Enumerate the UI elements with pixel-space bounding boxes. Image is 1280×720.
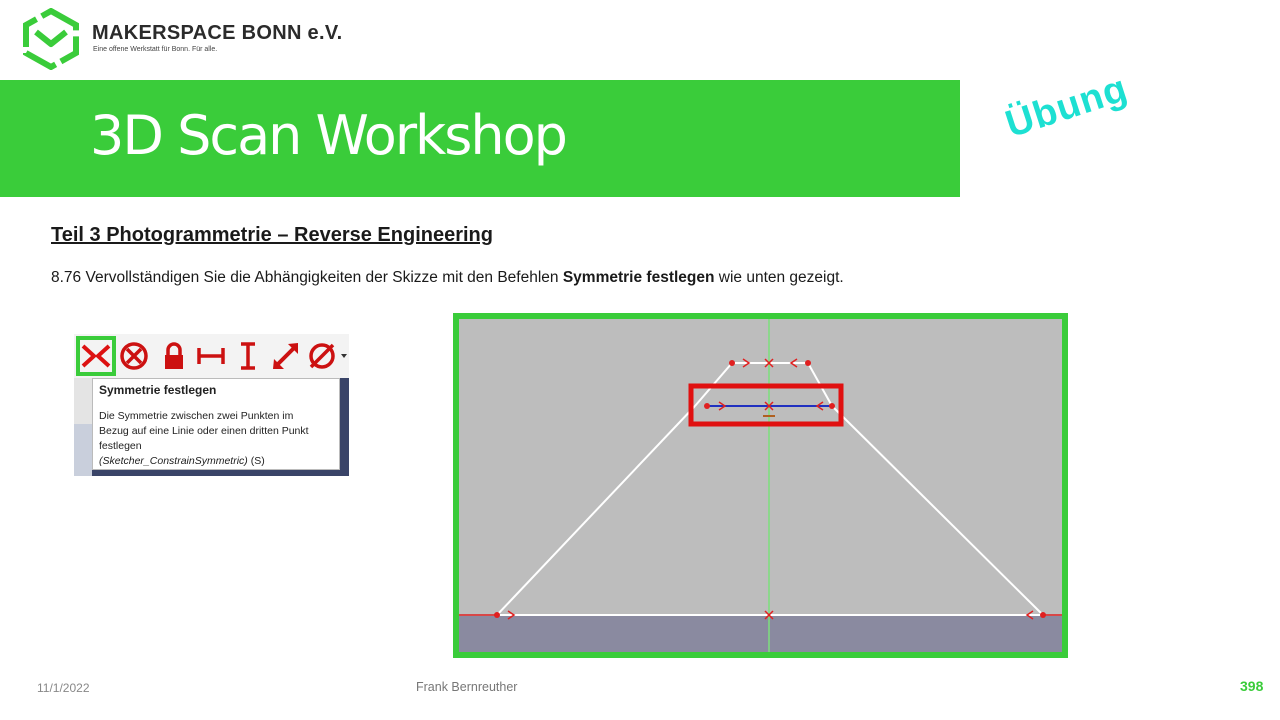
tooltip-shortcut: (S) (247, 455, 265, 467)
instruction-text: 8.76 Vervollständigen Sie die Abhängigke… (51, 269, 844, 287)
tooltip-command: (Sketcher_ConstrainSymmetric) (99, 455, 248, 467)
footer-date: 11/1/2022 (37, 681, 90, 695)
page-title: 3D Scan Workshop (90, 104, 568, 167)
hexagon-check-logo-icon (23, 8, 79, 70)
org-name: MAKERSPACE BONN e.V. (92, 22, 343, 44)
sketcher-toolbar (74, 334, 349, 379)
chevron-down-icon[interactable] (340, 352, 348, 360)
viewport-strip (340, 378, 349, 476)
footer-author: Frank Bernreuther (416, 680, 518, 694)
exercise-badge: Übung (1000, 67, 1133, 147)
instruction-suffix: wie unten gezeigt. (714, 269, 844, 286)
distance-icon[interactable] (270, 340, 302, 372)
instruction-command: Symmetrie festlegen (562, 269, 715, 286)
section-title: Teil 3 Photogrammetrie – Reverse Enginee… (51, 224, 493, 246)
tooltip-line: Bezug auf eine Linie oder einen dritten … (99, 425, 309, 437)
symmetry-constraint-icon[interactable] (80, 340, 112, 372)
org-tagline: Eine offene Werkstatt für Bonn. Für alle… (93, 46, 218, 53)
instruction-prefix: 8.76 Vervollständigen Sie die Abhängigke… (51, 269, 563, 286)
tooltip-line: festlegen (99, 440, 142, 452)
vertical-distance-icon[interactable] (232, 340, 264, 372)
horizontal-distance-icon[interactable] (195, 340, 227, 372)
tooltip-command-line: (Sketcher_ConstrainSymmetric) (S) (99, 454, 337, 469)
diameter-constraint-icon[interactable] (306, 340, 338, 372)
symmetry-button-highlight (76, 336, 116, 376)
tooltip-title: Symmetrie festlegen (99, 383, 217, 397)
sketch-viewport (453, 313, 1068, 658)
viewport-strip-bottom (92, 466, 340, 476)
block-constraint-icon[interactable] (118, 340, 150, 372)
title-banner: 3D Scan Workshop (0, 80, 960, 197)
toolbar-screenshot: Symmetrie festlegen Die Symmetrie zwisch… (74, 334, 349, 476)
tooltip-body: Die Symmetrie zwischen zwei Punkten im B… (99, 409, 337, 469)
symmetry-tooltip: Symmetrie festlegen Die Symmetrie zwisch… (92, 378, 340, 470)
page-number: 398 (1240, 678, 1264, 694)
tooltip-line: Die Symmetrie zwischen zwei Punkten im (99, 410, 294, 422)
lock-constraint-icon[interactable] (158, 340, 190, 372)
side-panel-lower (74, 424, 92, 476)
